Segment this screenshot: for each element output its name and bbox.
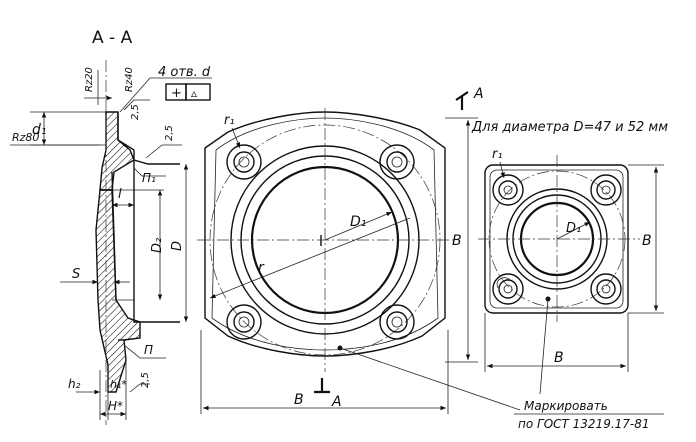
leader bbox=[145, 144, 182, 159]
square-dim-B-horizontal: B bbox=[554, 350, 564, 366]
roughness-rz20: Rz20 bbox=[84, 67, 95, 92]
arc-mark bbox=[496, 277, 511, 289]
position-symbol: + bbox=[171, 86, 182, 101]
dim-d1: d₁ bbox=[32, 122, 47, 138]
marking-note-line1: Маркировать bbox=[524, 399, 608, 413]
mark-p: П bbox=[144, 343, 153, 357]
roughness-rz40: Rz40 bbox=[124, 67, 135, 92]
bolt-hole bbox=[226, 144, 262, 180]
square-bolt-hole bbox=[590, 174, 622, 206]
leader bbox=[123, 99, 150, 111]
square-bolt-hole bbox=[590, 273, 622, 305]
roughness-2-5-bottom: 2,5 bbox=[140, 372, 151, 388]
dim-D: D bbox=[170, 241, 185, 251]
section-wall-upper bbox=[99, 111, 135, 191]
marking-note-line2: по ГОСТ 13219.17-81 bbox=[518, 417, 650, 431]
square-dim-D1: D₁ bbox=[566, 221, 581, 236]
square-bolt-hole bbox=[492, 273, 524, 305]
square-dim-B-vertical: B bbox=[642, 233, 652, 249]
dim-d2: D₂ bbox=[150, 238, 165, 253]
square-view-note: Для диаметра D=47 и 52 мм bbox=[471, 120, 668, 135]
holes-note: 4 отв. d bbox=[158, 65, 211, 80]
dim-D1: D₁ bbox=[350, 214, 366, 230]
dim-h1: h₁* bbox=[110, 378, 127, 391]
square-bolt-hole bbox=[492, 174, 524, 206]
holes-leader bbox=[119, 77, 212, 113]
roughness-rz80: Rz80 bbox=[12, 131, 39, 144]
dim-r: r bbox=[258, 260, 265, 276]
dim-l: l bbox=[118, 187, 122, 202]
square-view: Для диаметра D=47 и 52 мм r₁ D₁ B bbox=[471, 120, 668, 395]
leader bbox=[231, 127, 241, 149]
dim-D1-line bbox=[324, 211, 393, 241]
flange-outline bbox=[204, 111, 446, 357]
bolt-hole bbox=[379, 304, 415, 340]
mark-p1: П₁ bbox=[142, 171, 156, 185]
square-dim-r1: r₁ bbox=[492, 147, 503, 162]
cut-label-top: А bbox=[473, 86, 484, 102]
leader bbox=[129, 383, 150, 393]
leader bbox=[123, 344, 166, 359]
dim-s: S bbox=[72, 267, 80, 282]
flange-rim bbox=[211, 117, 439, 351]
dim-r1: r₁ bbox=[224, 113, 235, 128]
square-dim-D1-line bbox=[556, 221, 591, 240]
profile-top bbox=[117, 112, 180, 165]
marking-leader bbox=[339, 347, 521, 411]
triangle-symbol: ▵ bbox=[191, 86, 197, 100]
profile-right bbox=[133, 160, 180, 323]
marking-note: Маркировать по ГОСТ 13219.17-81 bbox=[514, 399, 664, 431]
dim-B-vertical: B bbox=[452, 233, 462, 249]
bolt-hole bbox=[379, 144, 415, 180]
dim-H: H* bbox=[108, 399, 123, 413]
dim-r-line bbox=[209, 217, 411, 299]
marking-leader bbox=[539, 298, 549, 395]
leader bbox=[133, 167, 166, 177]
roughness-2-5-right: 2,5 bbox=[164, 125, 175, 141]
dim-h2: h₂ bbox=[68, 377, 81, 391]
cut-marker-top bbox=[455, 91, 469, 110]
front-view: r₁ D₁ r B B А А bbox=[197, 86, 521, 414]
section-title: А - А bbox=[92, 28, 133, 48]
leader bbox=[499, 161, 505, 179]
section-view: А - А d₁ Rz80 Rz20 Rz40 2,5 4 отв. d bbox=[10, 28, 212, 425]
profile-inner bbox=[111, 171, 117, 301]
tolerance-cell-2 bbox=[185, 83, 211, 101]
roughness-2-5: 2,5 bbox=[130, 104, 141, 120]
dim-B-horizontal: B bbox=[294, 392, 304, 408]
cut-label-bottom: А bbox=[331, 394, 342, 410]
cut-marker-bottom bbox=[314, 378, 330, 394]
bolt-hole bbox=[226, 304, 262, 340]
